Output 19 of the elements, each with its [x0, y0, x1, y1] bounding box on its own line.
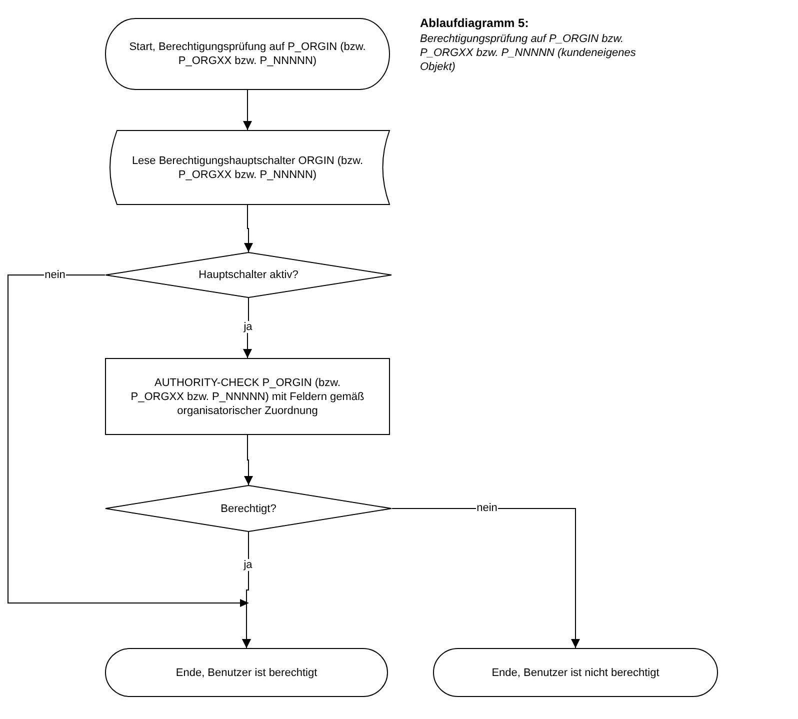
arrow: [244, 204, 253, 252]
edge-label: nein: [476, 502, 498, 514]
arrow: [242, 532, 251, 648]
node-text: Hauptschalter aktiv?: [198, 268, 298, 282]
node-text: Ende, Benutzer ist nicht berechtigt: [492, 666, 660, 680]
edge-label: ja: [242, 321, 254, 333]
node-text: Start, Berechtigungsprüfung auf P_ORGIN (bzw. P_ORGXX bzw. P_NNNNN): [128, 40, 367, 68]
node-text: Lese Berechtigungshauptschalter ORGIN (bzw. P_ORGXX bzw. P_NNNNN): [130, 154, 364, 182]
arrow: [392, 508, 580, 648]
node-text: Ende, Benutzer ist berechtigt: [176, 666, 318, 680]
edge-label: nein: [44, 269, 66, 281]
node-text: Berechtigt?: [220, 502, 276, 516]
arrow: [243, 90, 252, 130]
diagram-title: Ablaufdiagramm 5:: [420, 16, 529, 30]
edge-label: ja: [242, 559, 254, 571]
arrow: [244, 434, 253, 486]
diagram-caption: Berechtigungsprüfung auf P_ORGIN bzw. P_ORGXX bzw. P_NNNNN (kundeneigenes Objekt): [420, 32, 637, 74]
node-text: AUTHORITY-CHECK P_ORGIN (bzw. P_ORGXX bzw. P_NNNNN) mit Feldern gemäß organisatorischer Zuordnung: [130, 376, 366, 418]
arrow: [243, 298, 252, 358]
